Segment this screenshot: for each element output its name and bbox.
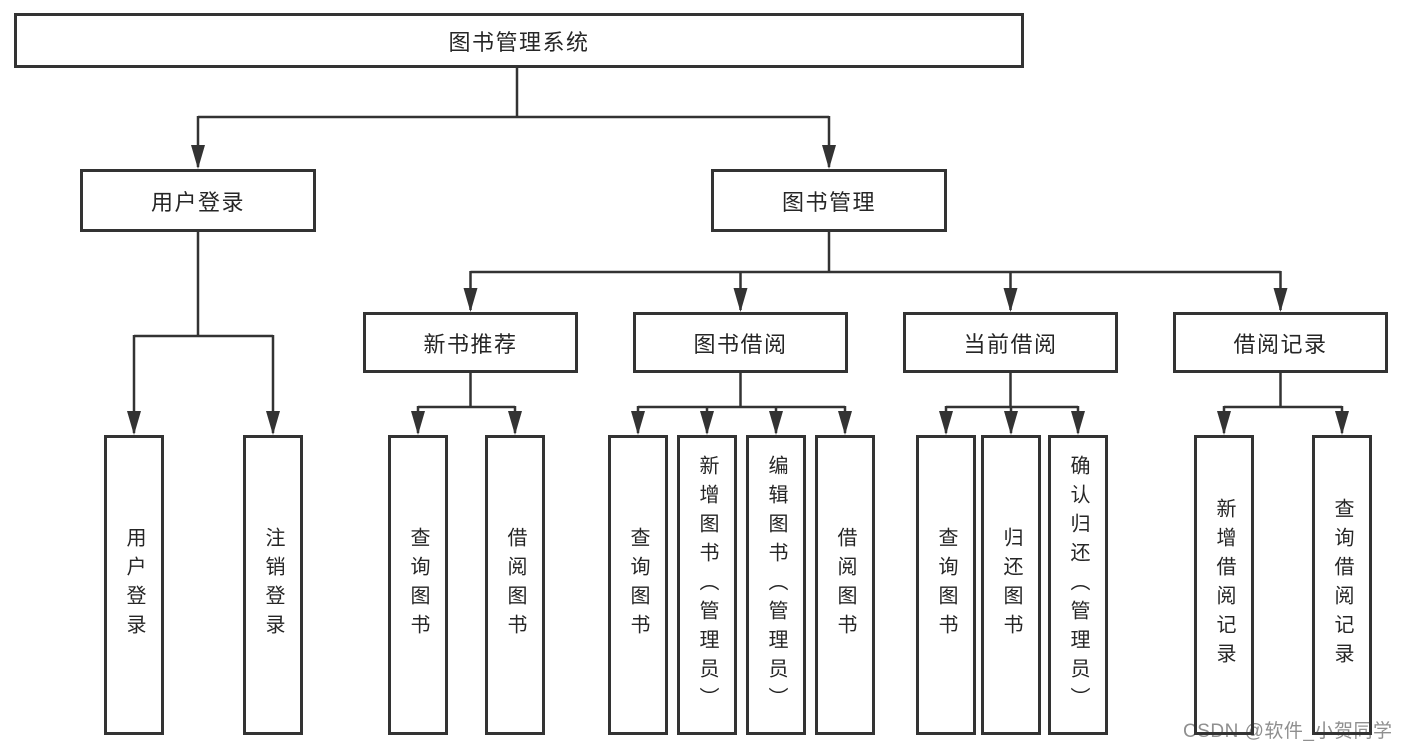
leaf-borrow-book-recommend-label: 借阅图书 <box>504 527 526 643</box>
leaf-add-borrow-record: 新增借阅记录 <box>1194 435 1254 735</box>
leaf-query-book-borrow-label: 查询图书 <box>627 527 649 643</box>
node-borrow-record-label: 借阅记录 <box>1233 331 1328 357</box>
leaf-query-book-current-label: 查询图书 <box>935 527 957 643</box>
node-borrow-record: 借阅记录 <box>1173 312 1388 373</box>
leaf-query-book-current: 查询图书 <box>916 435 976 735</box>
leaf-return-book: 归还图书 <box>981 435 1041 735</box>
leaf-add-borrow-record-label: 新增借阅记录 <box>1213 498 1235 672</box>
leaf-query-book-borrow: 查询图书 <box>608 435 668 735</box>
leaf-query-borrow-record-label: 查询借阅记录 <box>1331 498 1353 672</box>
leaf-query-book-recommend-label: 查询图书 <box>407 527 429 643</box>
node-current-borrow: 当前借阅 <box>903 312 1118 373</box>
leaf-borrow-book-recommend: 借阅图书 <box>485 435 545 735</box>
node-book-management-label: 图书管理 <box>781 189 876 215</box>
leaf-add-book-admin-label: 新增图书（管理员） <box>696 454 718 716</box>
node-book-management: 图书管理 <box>711 169 947 232</box>
leaf-logout-login: 注销登录 <box>243 435 303 735</box>
node-new-book-recommend-label: 新书推荐 <box>423 331 518 357</box>
node-user-login: 用户登录 <box>80 169 316 232</box>
node-new-book-recommend: 新书推荐 <box>363 312 578 373</box>
leaf-add-book-admin: 新增图书（管理员） <box>677 435 737 735</box>
leaf-user-login: 用户登录 <box>104 435 164 735</box>
leaf-query-book-recommend: 查询图书 <box>388 435 448 735</box>
leaf-edit-book-admin-label: 编辑图书（管理员） <box>765 454 787 716</box>
node-book-borrow-label: 图书借阅 <box>693 331 788 357</box>
leaf-query-borrow-record: 查询借阅记录 <box>1312 435 1372 735</box>
leaf-logout-login-label: 注销登录 <box>262 527 284 643</box>
leaf-borrow-book-label: 借阅图书 <box>834 527 856 643</box>
leaf-user-login-label: 用户登录 <box>123 527 145 643</box>
leaf-confirm-return-admin: 确认归还（管理员） <box>1048 435 1108 735</box>
leaf-edit-book-admin: 编辑图书（管理员） <box>746 435 806 735</box>
node-book-borrow: 图书借阅 <box>633 312 848 373</box>
csdn-watermark: CSDN @软件_小贺同学 <box>1183 721 1393 742</box>
node-current-borrow-label: 当前借阅 <box>963 331 1058 357</box>
node-library-system-label: 图书管理系统 <box>448 29 590 55</box>
node-library-system: 图书管理系统 <box>14 13 1024 68</box>
leaf-confirm-return-admin-label: 确认归还（管理员） <box>1067 454 1089 716</box>
node-user-login-label: 用户登录 <box>150 189 245 215</box>
leaf-return-book-label: 归还图书 <box>1000 527 1022 643</box>
leaf-borrow-book: 借阅图书 <box>815 435 875 735</box>
